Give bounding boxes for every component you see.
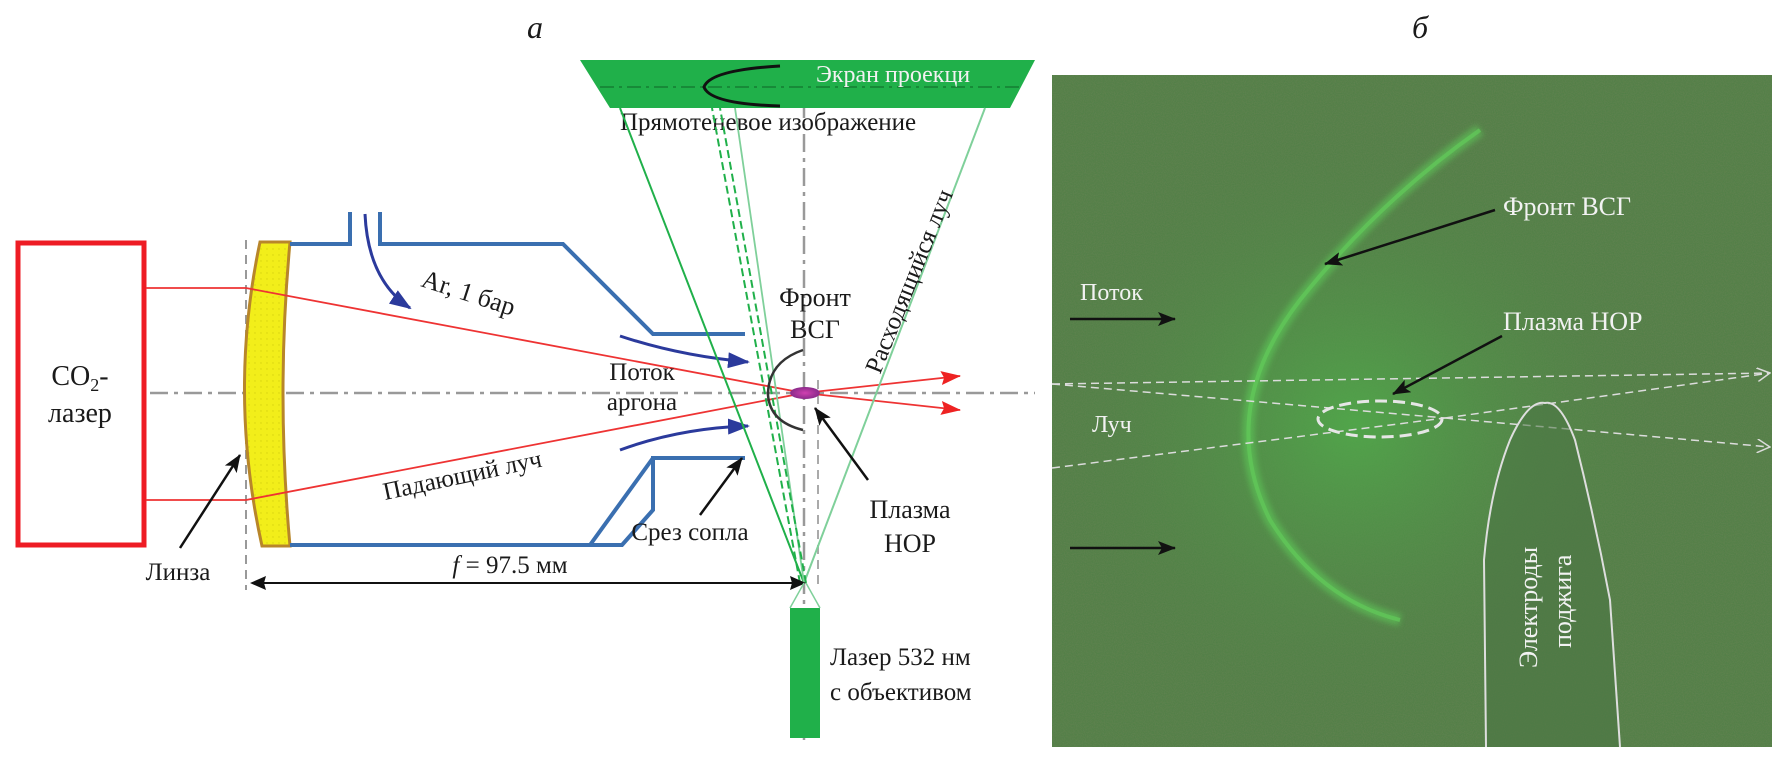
nozzle-upper-left-wall xyxy=(290,212,352,246)
flow-arrow-upper xyxy=(619,334,750,369)
probe-laser-label-1: Лазер 532 нм xyxy=(830,644,971,671)
incident-beam-label: Падающий луч xyxy=(381,446,545,506)
projection-screen-label: Экран проекци xyxy=(816,62,970,88)
shadow-image-label: Прямотеневое изображение xyxy=(620,109,916,136)
panel-a: а CO2- лазер Ar, 1 бар По xyxy=(15,9,1035,745)
shock-front-photo-label: Фронт ВСГ xyxy=(1503,192,1631,221)
flow-photo-label: Поток xyxy=(1080,280,1143,306)
probe-lens-cone-left xyxy=(789,582,805,609)
probe-ray-outer-right xyxy=(803,107,986,584)
plasma-photo-label: Плазма НОР xyxy=(1503,307,1643,336)
focal-length-label: f = 97.5 мм xyxy=(452,552,567,579)
shadow-image-curve xyxy=(702,64,781,108)
beam-dashed-upper xyxy=(1051,383,1446,419)
probe-ray-outer-left xyxy=(619,107,805,584)
argon-flow-label-2: аргона xyxy=(607,389,677,416)
beam-photo-label: Луч xyxy=(1092,412,1132,438)
focal-arrowhead-left xyxy=(250,576,266,590)
nozzle-lower-wall xyxy=(290,456,745,547)
beam-dashed-exit-lower xyxy=(1444,417,1770,447)
probe-ray-inner xyxy=(734,107,805,584)
plasma-region-outline xyxy=(1316,399,1444,439)
argon-flow-label-1: Поток xyxy=(609,359,675,386)
flow-arrow-lower xyxy=(619,418,750,452)
incident-beam-lower xyxy=(245,392,805,501)
panel-a-letter: а xyxy=(527,9,543,45)
shock-front-label-2: ВСГ xyxy=(790,315,840,344)
panel-b: б Электроды поджига Фронт ВСГ Плазма НОР… xyxy=(1051,9,1772,748)
focusing-lens xyxy=(243,240,292,548)
electrodes-label-1: Электроды xyxy=(1514,547,1543,668)
plasma-spot xyxy=(790,387,820,399)
probe-laser-532nm xyxy=(790,608,820,738)
diverging-beam-label: Расходящийся луч xyxy=(861,186,959,378)
beam-dashed-exit-upper xyxy=(1444,373,1770,419)
ignition-electrode-outline xyxy=(1482,401,1621,748)
probe-laser-label-2: с объективом xyxy=(830,679,972,706)
nozzle-upper-wall xyxy=(378,212,745,336)
argon-inlet-arrow xyxy=(363,213,412,310)
plasma-label-1: Плазма xyxy=(869,495,950,524)
shock-front-label-1: Фронт xyxy=(779,283,851,312)
probe-lens-cone-right xyxy=(805,582,821,609)
projection-screen xyxy=(580,60,1035,108)
lens-label: Линза xyxy=(146,559,211,586)
plasma-label-2: НОР xyxy=(884,529,936,558)
nozzle-cut-label: Срез сопла xyxy=(631,519,748,546)
shock-front-arc xyxy=(1246,128,1482,622)
beam-dashed-upper-in xyxy=(1051,372,1771,385)
panel-b-letter: б xyxy=(1412,9,1429,45)
probe-ray-dashed-2 xyxy=(719,107,807,584)
focal-arrowhead-right xyxy=(790,576,806,590)
argon-inlet-label: Ar, 1 бар xyxy=(418,264,519,321)
shock-front-photo-arrow xyxy=(1324,208,1496,266)
beam-dashed-lower xyxy=(1051,417,1446,469)
co2-laser-label-2: лазер xyxy=(48,398,112,429)
incident-beam-upper xyxy=(245,287,805,394)
plasma-pointer-arrow xyxy=(813,407,870,481)
electrodes-label-2: поджига xyxy=(1548,554,1577,648)
nozzle-cut-pointer-arrow xyxy=(698,457,744,516)
shock-front-curve xyxy=(766,348,804,432)
co2-laser-box xyxy=(15,240,147,548)
probe-ray-dashed-1 xyxy=(711,107,801,584)
exit-beam-upper xyxy=(803,371,961,394)
lens-pointer-arrow xyxy=(178,454,242,549)
co2-laser-label: CO2- xyxy=(51,361,108,395)
nozzle-lower-taper xyxy=(588,456,655,547)
exit-beam-lower xyxy=(803,392,961,415)
plasma-photo-arrow xyxy=(1392,334,1503,396)
